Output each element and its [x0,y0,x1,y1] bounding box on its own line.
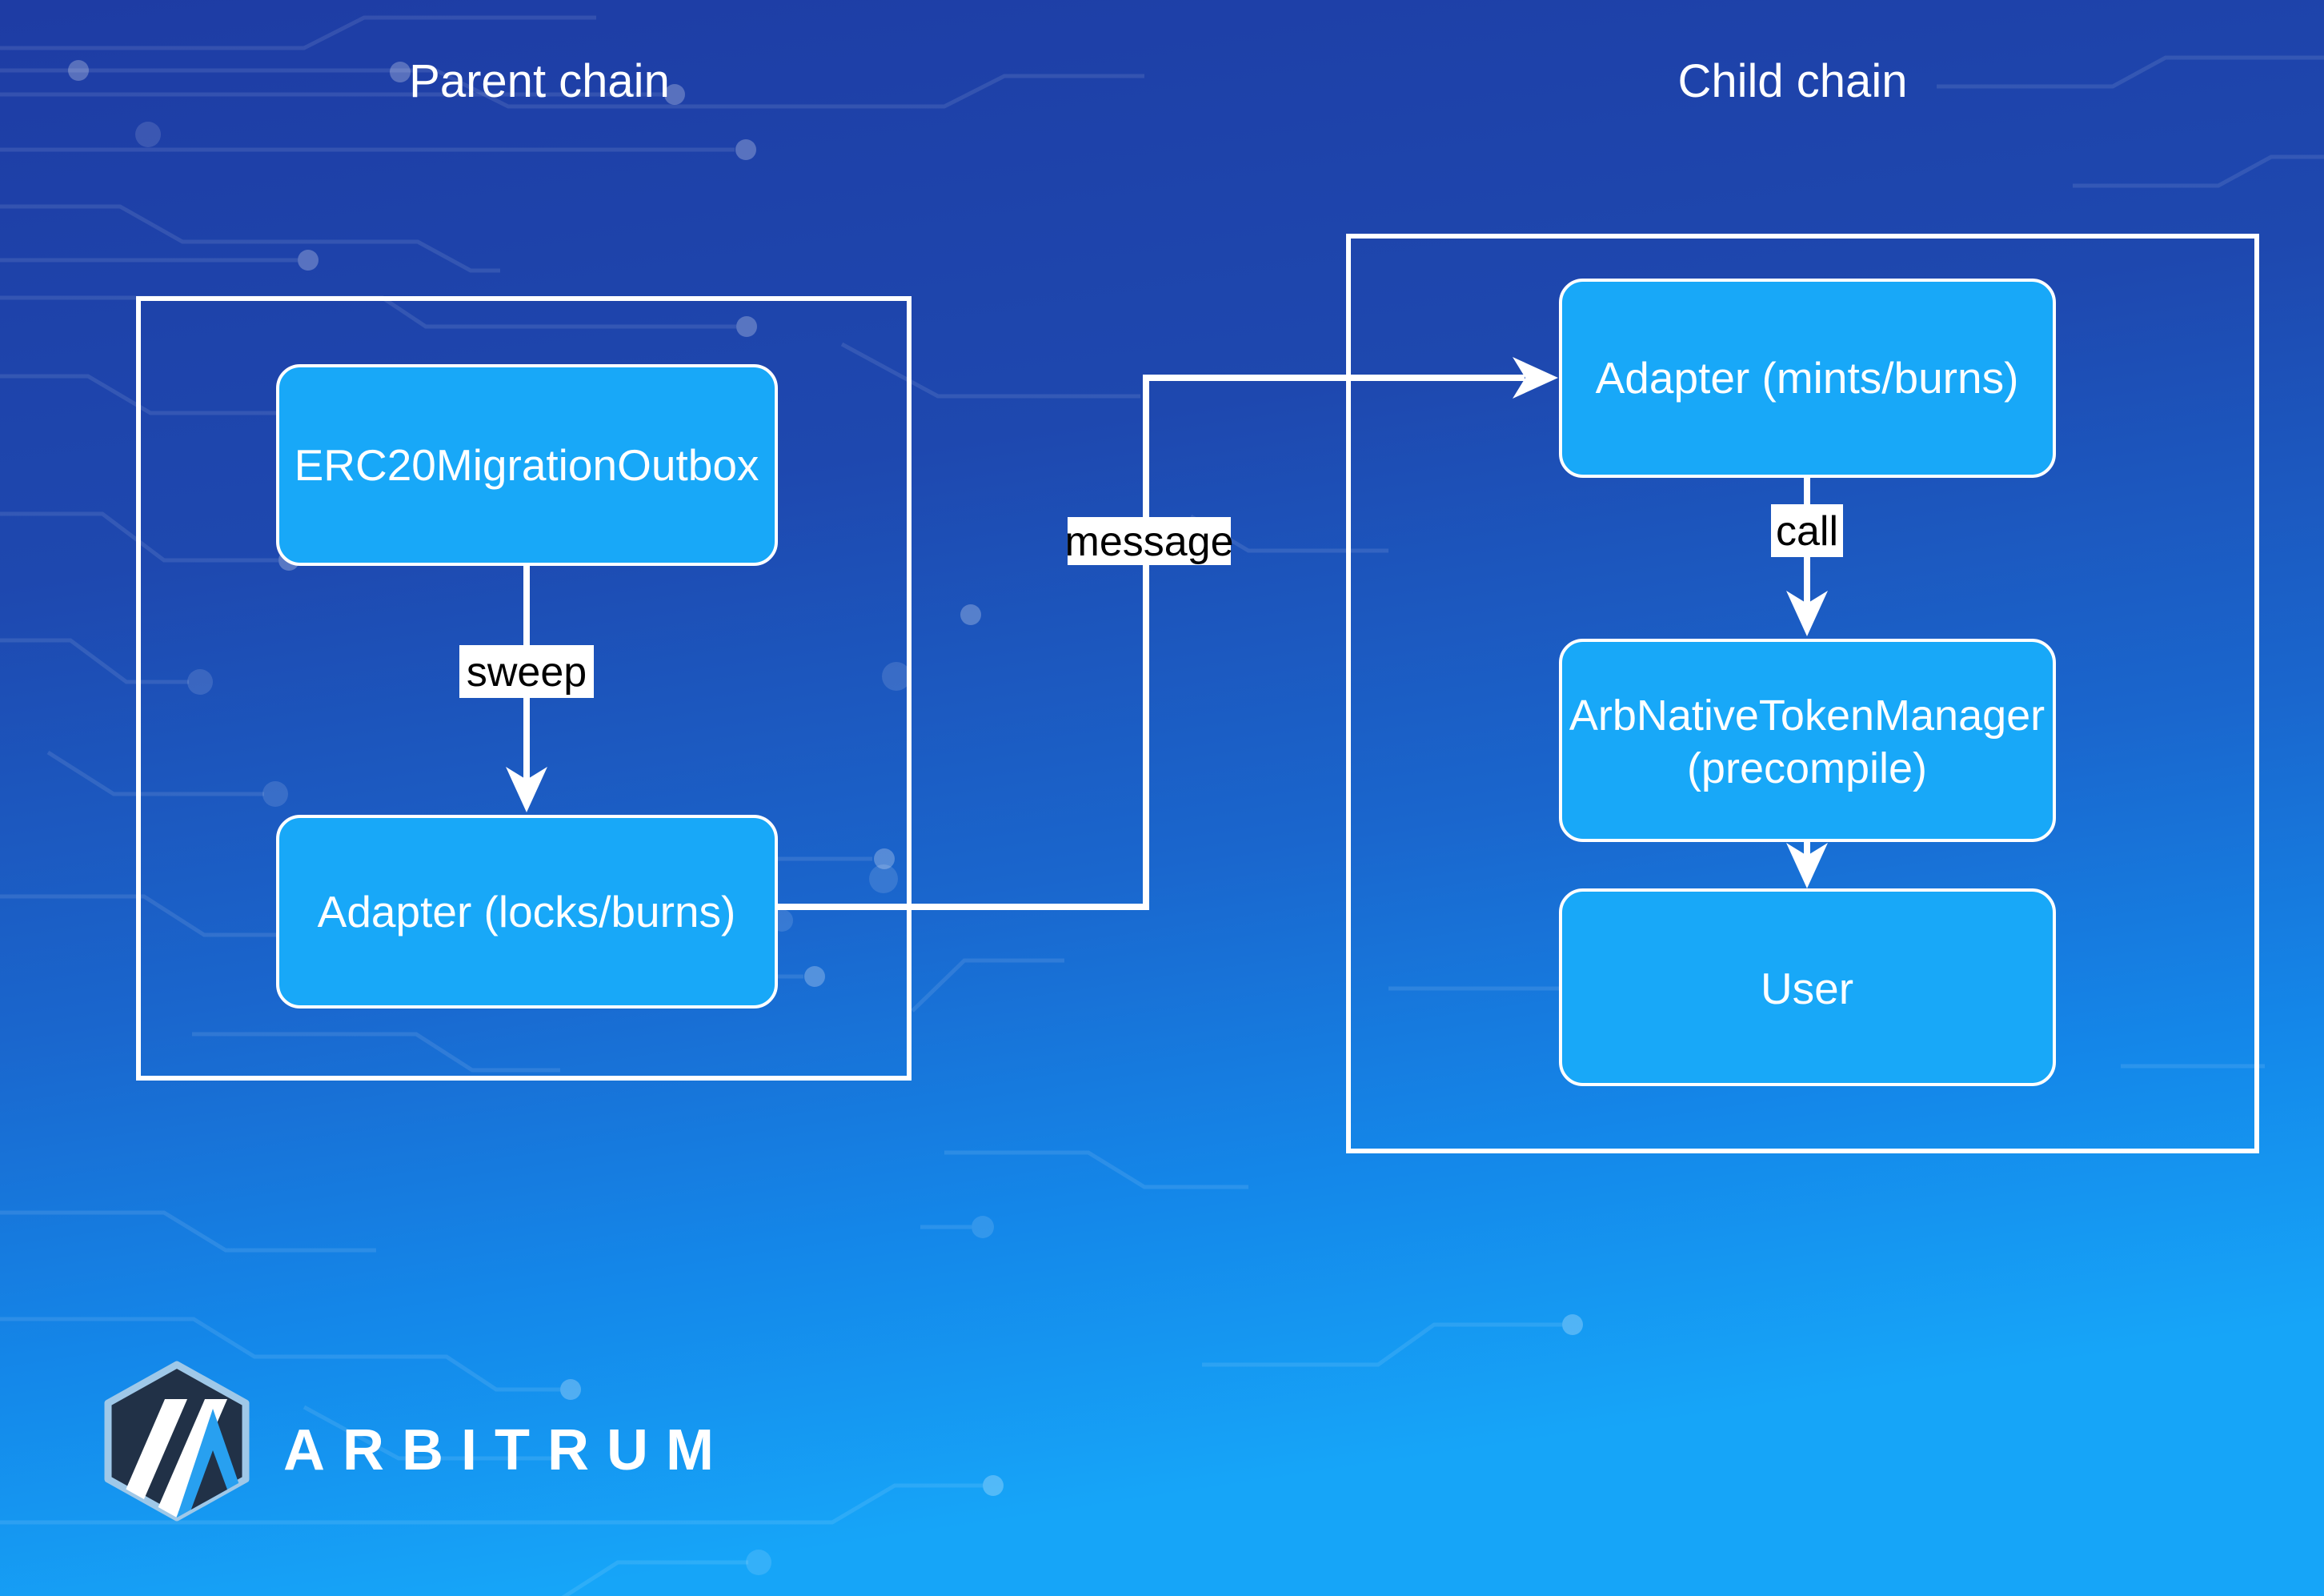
arbitrum-wordmark: ARBITRUM [283,1418,731,1482]
node-erc20-migration-outbox: ERC20MigrationOutbox [276,364,778,566]
arrowhead-right-icon [1513,357,1558,399]
circuit-pattern [0,15,2324,1596]
parent-chain-title: Parent chain [409,55,670,107]
node-adapter-mints-burns: Adapter (mints/burns) [1559,279,2056,478]
call-edge-label: call [1771,504,1843,557]
arrowhead-down-icon [1786,843,1828,888]
arrowhead-down-icon [506,767,547,812]
edge-label-text: sweep [467,649,587,696]
node-label: User [1761,964,1853,1013]
arrowhead-down-icon [1786,591,1828,636]
message-arrow [776,357,1558,910]
node-label: ERC20MigrationOutbox [295,440,759,490]
child-chain-title: Child chain [1678,55,1908,107]
arbitrum-logo-icon [104,1361,250,1522]
child-chain-container [1346,234,2259,1153]
node-user: User [1559,888,2056,1086]
edge-label-text: call [1776,508,1838,555]
node-adapter-locks-burns: Adapter (locks/burns) [276,815,778,1009]
node-label-line1: ArbNativeTokenManager [1569,692,2045,740]
edge-label-text: message [1065,519,1234,565]
sweep-edge-label: sweep [459,645,594,698]
parent-chain-container [136,296,912,1081]
node-label: Adapter (mints/burns) [1596,353,2019,403]
node-arb-native-token-manager: ArbNativeTokenManager (precompile) [1559,639,2056,842]
token-manager-to-user-arrow [1786,842,1828,888]
message-edge-label: message [1065,517,1234,565]
node-label: Adapter (locks/burns) [318,887,736,936]
node-label-line2: (precompile) [1687,744,1927,792]
